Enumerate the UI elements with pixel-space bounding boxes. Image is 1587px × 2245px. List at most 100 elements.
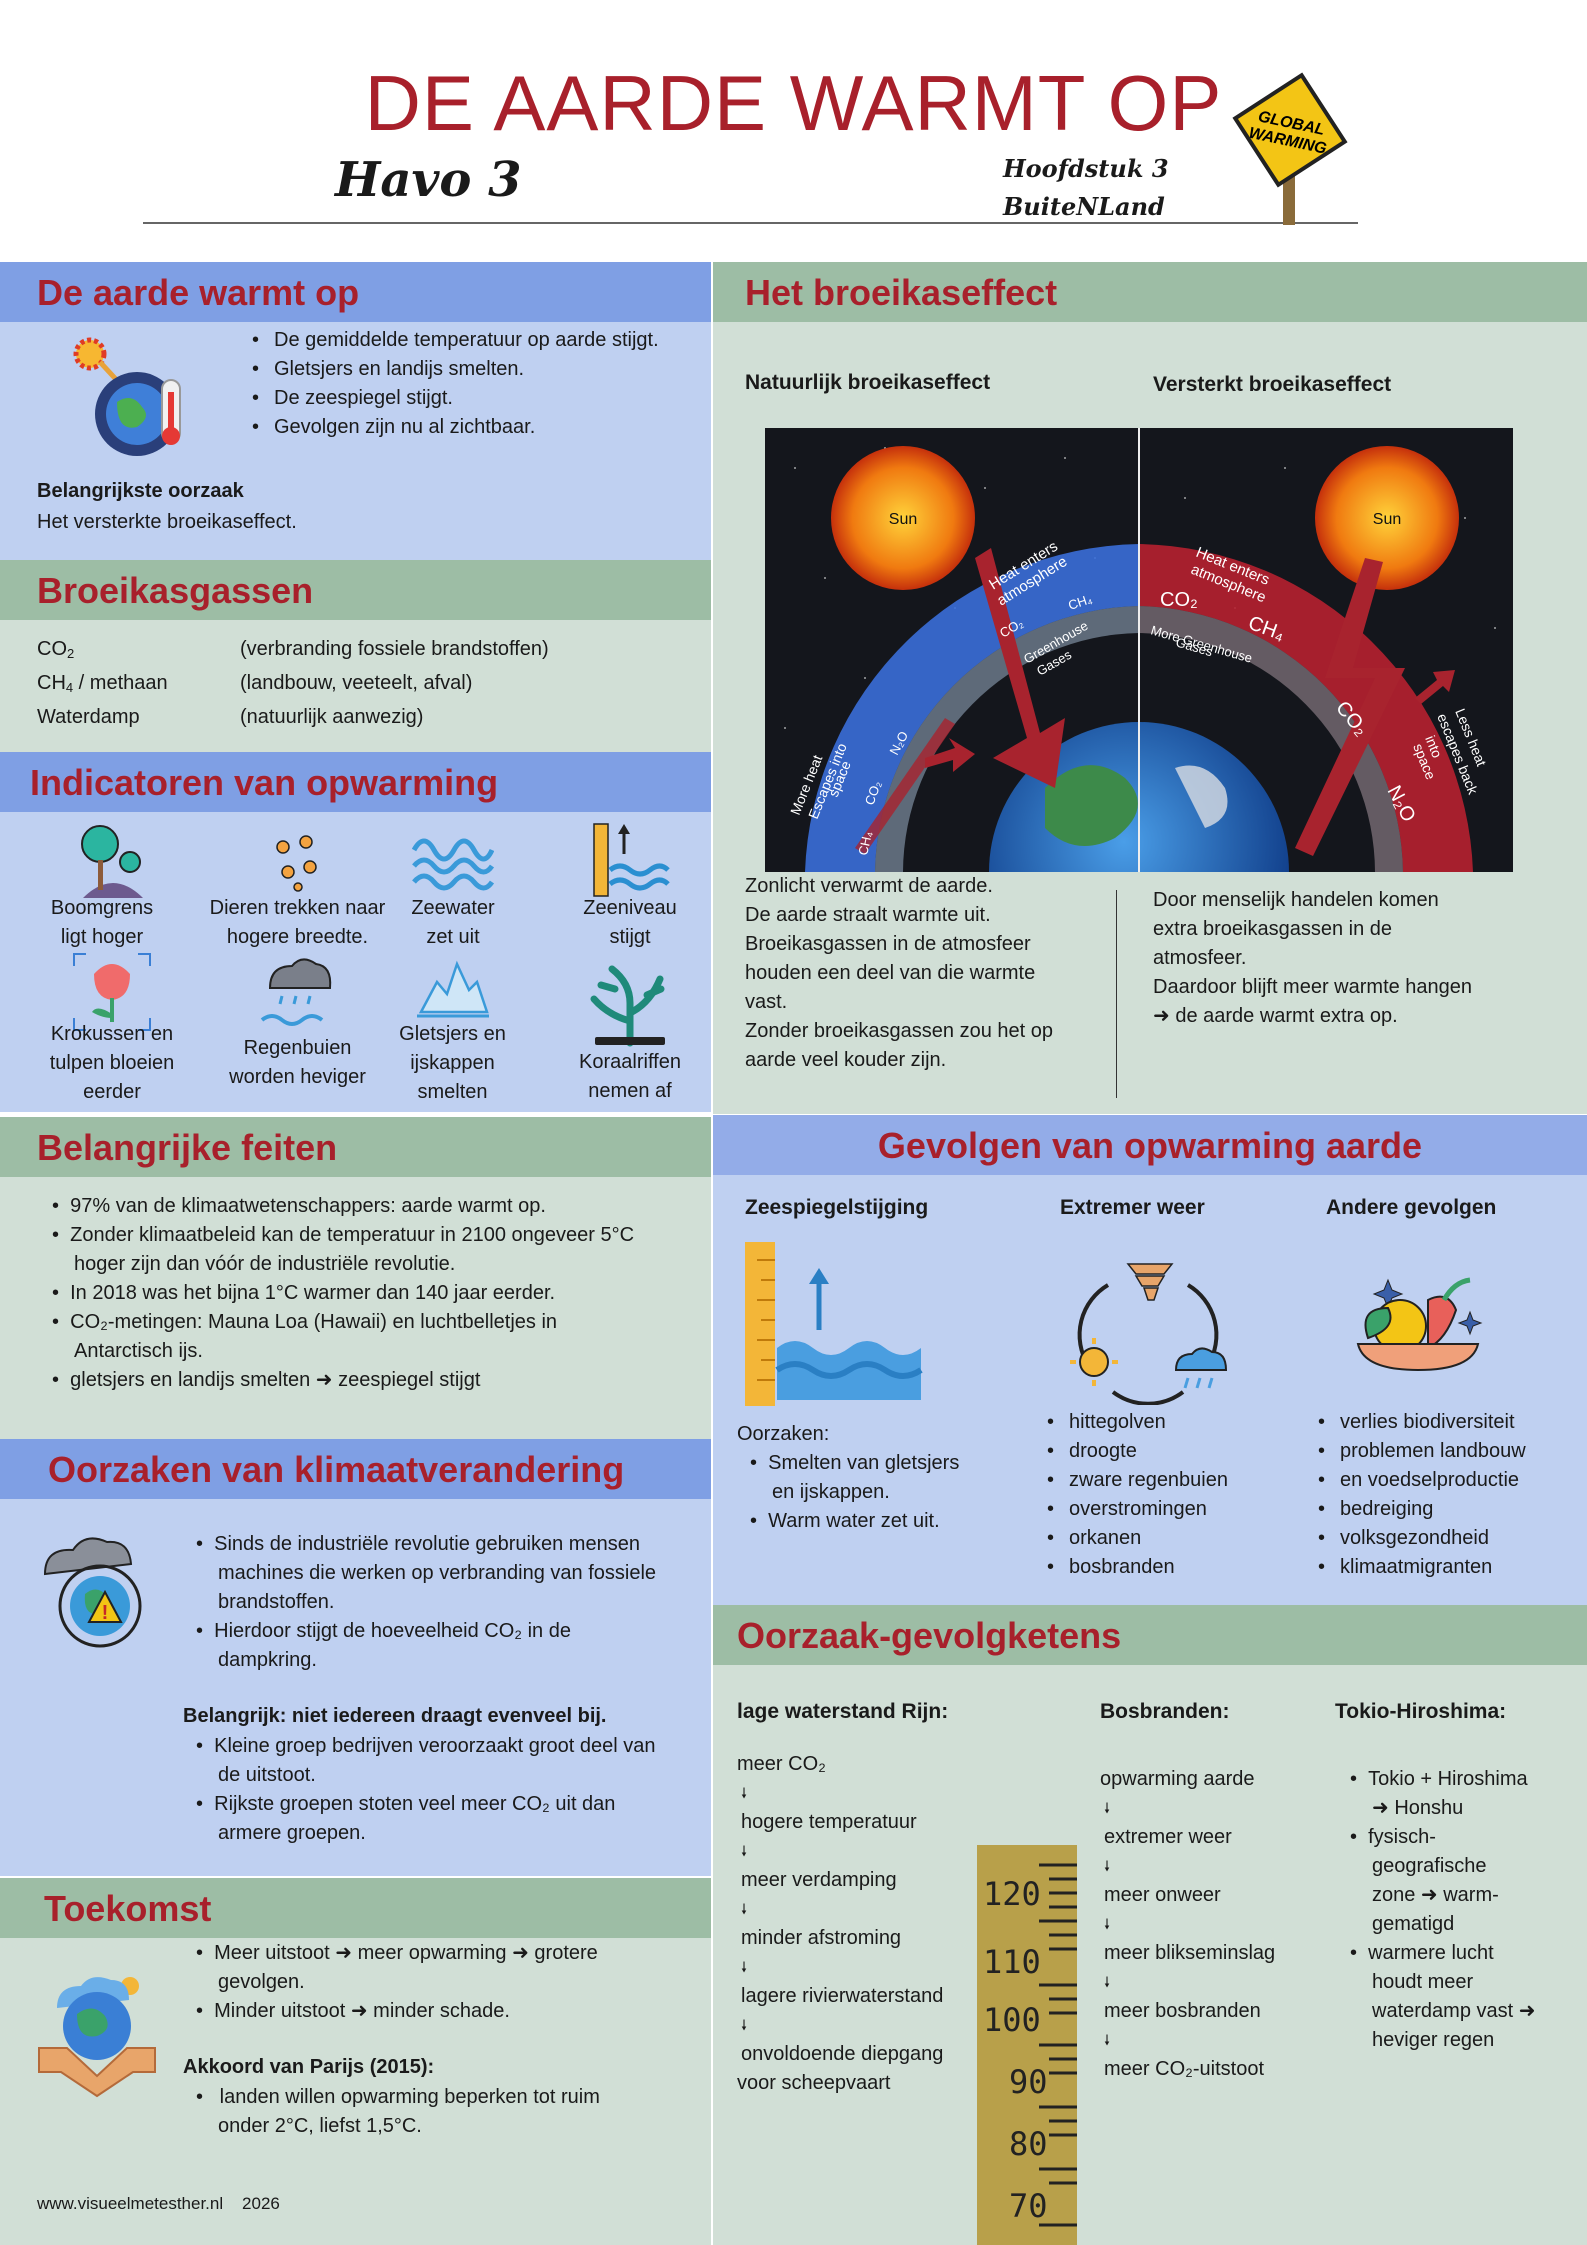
natural-heading: Natuurlijk broeikaseffect (745, 371, 991, 394)
gauge-label: 110 (983, 1943, 1041, 1981)
col2-bullets: hittegolven droogte zware regenbuien ove… (1043, 1408, 1228, 1582)
list-item-continued: brandstoffen. (218, 1591, 335, 1613)
gas-source-water: (natuurlijk aanwezig) (240, 706, 424, 728)
causes-note-heading: Belangrijk: niet iedereen draagt evenvee… (183, 1705, 607, 1727)
list-item: hittegolven (1043, 1408, 1228, 1437)
list-item: De gemiddelde temperatuur op aarde stijg… (248, 326, 659, 355)
section-chains: Oorzaak-gevolgketens lage waterstand Rij… (713, 1605, 1587, 2245)
list-item-continued: machines die werken op verbranding van f… (218, 1562, 657, 1584)
gas-name-water: Waterdamp (37, 706, 140, 728)
sea-level-icon (593, 823, 670, 897)
col2-heading: Extremer weer (1060, 1196, 1205, 1219)
list-item-continued: hoger zijn dan vóór de industriële revol… (74, 1253, 456, 1275)
chain3-heading: Tokio-Hiroshima: (1335, 1700, 1507, 1723)
list-item: • warmere lucht (1350, 1942, 1494, 1964)
water-gauge-image: 120 110 100 90 80 70 (977, 1845, 1077, 2245)
list-item: droogte (1043, 1437, 1228, 1466)
chapter-line-1: Hoofdstuk 3 (1003, 154, 1169, 183)
list-item-continued: en ijskappen. (772, 1481, 890, 1503)
glacier-icon (417, 960, 489, 1018)
col3-bullets: verlies biodiversiteit problemen landbou… (1314, 1408, 1526, 1582)
chain-arrow: 🠗 (741, 1901, 748, 1917)
footer-credit: www.visueelmetesther.nl 2026 (37, 2194, 280, 2213)
gas-source-ch4: (landbouw, veeteelt, afval) (240, 672, 473, 694)
gas-name-co2: CO2 (37, 638, 75, 661)
chapter-label: Hoofdstuk 3 BuiteNLand (1003, 150, 1169, 226)
section-title-greenhouse: Het broeikaseffect (745, 272, 1058, 313)
gas-source-co2: (verbranding fossiele brandstoffen) (240, 638, 549, 660)
earth-thermometer-icon (73, 337, 181, 456)
list-item: • Tokio + Hiroshima (1350, 1768, 1528, 1790)
chain-step: hogere temperatuur (741, 1811, 917, 1833)
section-causes: Oorzaken van klimaatverandering ! • Sind… (0, 1439, 711, 1876)
page-title: DE AARDE WARMT OP (364, 59, 1223, 147)
list-item: verlies biodiversiteit (1314, 1408, 1526, 1437)
list-item: • Meer uitstoot ➜ meer opwarming ➜ grote… (196, 1942, 598, 1964)
col3-heading: Andere gevolgen (1326, 1196, 1497, 1219)
enhanced-heading: Versterkt broeikaseffect (1153, 373, 1392, 396)
section-title-chains: Oorzaak-gevolgketens (737, 1615, 1122, 1656)
list-item-continued: waterdamp vast ➜ (1372, 2000, 1536, 2022)
section-title-consequences: Gevolgen van opwarming aarde (877, 1125, 1423, 1166)
greenhouse-diagram: Sun Sun Heat enters atmosphere CO₂ CH₄ G… (765, 428, 1513, 872)
natural-text: Zonlicht verwarmt de aarde.De aarde stra… (745, 875, 1053, 1071)
list-item: • 97% van de klimaatwetenschappers: aard… (52, 1195, 546, 1217)
list-item: • fysisch- (1350, 1826, 1436, 1848)
col1-heading: Zeespiegelstijging (745, 1196, 929, 1219)
chain-step: minder afstroming (741, 1927, 902, 1949)
section-title-facts: Belangrijke feiten (37, 1127, 338, 1168)
list-item-continued: Antarctisch ijs. (74, 1340, 203, 1362)
list-item: • Smelten van gletsjers (750, 1452, 960, 1474)
section-facts: Belangrijke feiten • 97% van de klimaatw… (0, 1117, 711, 1439)
chain-step: meer blikseminslag (1104, 1942, 1276, 1964)
section-gases: Broeikasgassen CO2 (verbranding fossiele… (0, 560, 711, 752)
tree-icon (81, 825, 143, 898)
list-item: • Kleine groep bedrijven veroorzaakt gro… (196, 1735, 656, 1757)
section-future: Toekomst • Meer uitstoot ➜ meer opwarmin… (0, 1878, 711, 2245)
list-item: volksgezondheid (1314, 1524, 1526, 1553)
cause-text: Het versterkte broeikaseffect. (37, 511, 297, 533)
list-item: • Hierdoor stijgt de hoeveelheid CO₂ in … (196, 1620, 571, 1642)
col1-label: Oorzaken: (737, 1423, 830, 1445)
paris-heading: Akkoord van Parijs (2015): (183, 2056, 435, 2078)
header-divider (143, 222, 1358, 224)
page-subtitle: Havo 3 (335, 152, 522, 208)
list-item-continued: houdt meer (1372, 1971, 1474, 1993)
gauge-label: 100 (983, 2001, 1041, 2039)
chain-step: meer onweer (1104, 1884, 1221, 1906)
gauge-label: 70 (1009, 2187, 1048, 2225)
section-greenhouse: Het broeikaseffect Natuurlijk broeikasef… (713, 262, 1587, 1114)
list-item: • Zonder klimaatbeleid kan de temperatuu… (52, 1224, 635, 1246)
gauge-label: 90 (1009, 2063, 1048, 2101)
waves-icon (412, 838, 494, 891)
section-title-gases: Broeikasgassen (37, 570, 314, 611)
chain-arrow: 🠗 (1104, 1974, 1111, 1990)
list-item: en voedselproductie (1314, 1466, 1526, 1495)
chain2-heading: Bosbranden: (1100, 1700, 1230, 1723)
cause-heading: Belangrijkste oorzaak (37, 480, 244, 502)
chain-step: opwarming aarde (1100, 1768, 1255, 1790)
list-item-continued: geografische (1372, 1855, 1487, 1877)
list-item-continued: onder 2°C, liefst 1,5°C. (218, 2115, 422, 2137)
list-item-continued: zone ➜ warm- (1372, 1884, 1499, 1906)
chain1-steps: meer CO₂ 🠗 hogere temperatuur 🠗 meer ver… (737, 1750, 943, 2098)
section-title-warming: De aarde warmt op (37, 272, 360, 313)
global-warming-sign-icon: GLOBAL WARMING (1232, 72, 1348, 225)
list-item: • Minder uitstoot ➜ minder schade. (196, 2000, 510, 2022)
food-bowl-icon (1356, 1277, 1483, 1372)
chain-arrow: 🠗 (741, 1785, 748, 1801)
tulip-icon (73, 953, 151, 1031)
chain-arrow: 🠗 (1104, 1800, 1111, 1816)
less-heat-3: into (1422, 733, 1445, 760)
list-item-continued: ➜ Honshu (1372, 1797, 1464, 1819)
chain-arrow: 🠗 (741, 1843, 748, 1859)
gas-name-ch4: CH4 / methaan (37, 672, 168, 695)
chain-step: voor scheepvaart (737, 2072, 891, 2094)
chain-step: meer bosbranden (1104, 2000, 1261, 2022)
